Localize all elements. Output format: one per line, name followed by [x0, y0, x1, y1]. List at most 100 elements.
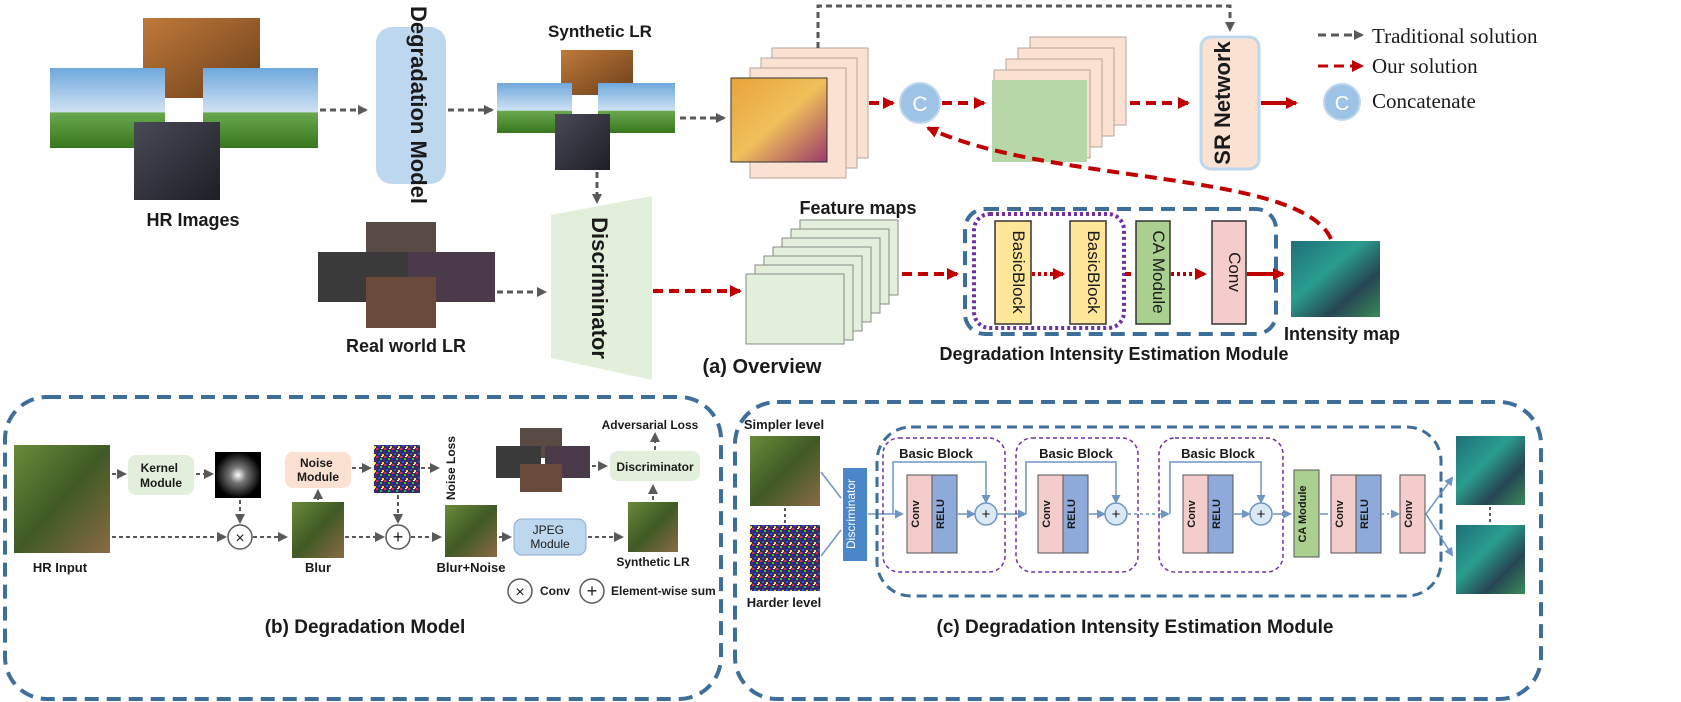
bb2-sum — [1104, 502, 1128, 526]
blur-noise-label: Blur+Noise — [437, 560, 506, 575]
basicblock-group-frame — [972, 212, 1126, 330]
concat-icon — [1323, 83, 1361, 121]
kernel-module-box — [128, 455, 194, 495]
bb1-relu-label: RELU — [935, 499, 947, 529]
hr-images-label: HR Images — [146, 210, 239, 230]
ca-module-c-label: CA Module — [1297, 485, 1309, 542]
synthetic-lr-b-label: Synthetic LR — [616, 555, 690, 569]
sum-op-symbol: + — [393, 527, 404, 547]
synthetic-lr-image-3 — [598, 83, 675, 133]
traditional-path-top — [816, 4, 1235, 48]
tail-relu — [1355, 474, 1382, 554]
concat-icon-letter: C — [1335, 93, 1349, 115]
noise-loss-label: Noise Loss — [444, 436, 458, 500]
real-lr-b-collage — [496, 428, 590, 492]
discriminator-c-label: Discriminator — [844, 479, 858, 549]
noise-module-label-line: Module — [297, 470, 339, 484]
green-feature-map — [992, 80, 1087, 162]
synthetic-lr-image-4 — [555, 114, 610, 170]
intensity-map-image — [1291, 241, 1380, 317]
jpeg-module-box — [513, 518, 587, 556]
simpler-level-label: Simpler level — [744, 417, 824, 432]
final-conv-label: Conv — [1403, 499, 1415, 527]
discriminator-trapezoid — [551, 196, 652, 380]
kernel-module-label-line: Kernel — [141, 461, 178, 475]
panel-c-caption: (c) Degradation Intensity Estimation Mod… — [937, 617, 1334, 638]
input-feature-stack — [730, 47, 869, 179]
final-conv — [1399, 474, 1426, 554]
sum-op-node — [385, 524, 411, 550]
bb1-relu — [931, 474, 958, 554]
ca-module-c-box — [1293, 469, 1320, 558]
blur-label: Blur — [305, 560, 331, 575]
skip-3 — [1169, 461, 1266, 514]
bb3-sum — [1249, 502, 1273, 526]
real-lr-image-4 — [366, 277, 436, 328]
conv-label: Conv — [1225, 252, 1244, 292]
panel-c-frame — [733, 400, 1543, 701]
bb2-conv — [1037, 474, 1064, 554]
legend-sum-symbol: + — [587, 581, 598, 601]
kernel-module-label: Kernel Module — [140, 461, 182, 490]
discriminator-b-box — [610, 451, 700, 481]
sr-network-box — [1199, 35, 1261, 171]
bb2-conv-label: Conv — [1041, 499, 1053, 527]
feature-map-layer — [745, 273, 845, 345]
discriminator-c-box — [843, 468, 867, 561]
ca-module-label: CA Module — [1149, 230, 1168, 313]
harder-level-label: Harder level — [747, 595, 821, 610]
overview-caption: (a) Overview — [703, 356, 822, 378]
butterfly-image — [730, 77, 828, 163]
real-lr-b-image — [520, 464, 562, 492]
overview-panel: HR Images Degradation Model Synthetic LR… — [50, 4, 1400, 380]
basic-block-1-frame — [882, 437, 1006, 573]
legend-traditional-label: Traditional solution — [1372, 24, 1538, 48]
bb1-conv — [906, 474, 933, 554]
concat-node — [899, 82, 941, 124]
basic-block-2-label: Basic Block — [1039, 446, 1113, 461]
noise-module-label-line: Noise — [300, 456, 333, 470]
synthetic-lr-b-image — [628, 502, 678, 552]
conv-box — [1211, 220, 1247, 325]
bb3-conv-label: Conv — [1186, 499, 1198, 527]
legend-sum-icon — [579, 578, 605, 604]
blur-kernel-image — [215, 452, 261, 498]
bb3-relu-label: RELU — [1211, 499, 1223, 529]
intensity-map-simpler — [1456, 436, 1525, 505]
legend-ours-label: Our solution — [1372, 54, 1478, 78]
synthetic-lr-collage — [497, 50, 675, 170]
bb2-relu-label: RELU — [1066, 499, 1078, 529]
noise-module-box — [285, 452, 351, 488]
basic-block-3-label: Basic Block — [1181, 446, 1255, 461]
harder-level-image — [750, 525, 820, 591]
legend-conv-symbol: × — [515, 584, 524, 601]
degradation-model-panel: HR Input Kernel Module × Blur Noise Modu… — [3, 395, 723, 701]
arrow-intensity-to-concat — [926, 126, 1333, 240]
basic-block-1-label: Basic Block — [899, 446, 973, 461]
bb1-sum-symbol: + — [982, 506, 991, 523]
kernel-module-label-line: Module — [140, 476, 182, 490]
tail-conv-label: Conv — [1334, 499, 1346, 527]
sr-network-label: SR Network — [1210, 41, 1235, 165]
conv-op-node — [227, 524, 253, 550]
basic-block-3-frame — [1158, 437, 1284, 573]
legend-concat-label: Concatenate — [1372, 89, 1476, 113]
legend-conv-icon — [507, 578, 533, 604]
skip-2 — [1025, 461, 1121, 514]
basicblock-2-label: BasicBlock — [1084, 230, 1103, 314]
basicblock-1-box — [994, 220, 1032, 325]
bb3-sum-symbol: + — [1257, 506, 1266, 523]
hr-images-collage — [50, 18, 318, 200]
dies-module-label: Degradation Intensity Estimation Module — [939, 344, 1288, 364]
legend-sum-label: Element-wise sum — [611, 584, 716, 598]
intensity-module-panel: Simpler level Harder level Discriminator… — [733, 400, 1543, 701]
intensity-map-harder — [1456, 525, 1525, 594]
concat-node-letter: C — [912, 93, 927, 116]
jpeg-module-label-line: Module — [530, 537, 570, 551]
jpeg-module-label: JPEG Module — [530, 523, 570, 551]
panel-b-frame — [3, 395, 723, 701]
bb2-relu — [1062, 474, 1089, 554]
noise-map-image — [374, 445, 420, 493]
ca-module-box — [1135, 220, 1171, 325]
